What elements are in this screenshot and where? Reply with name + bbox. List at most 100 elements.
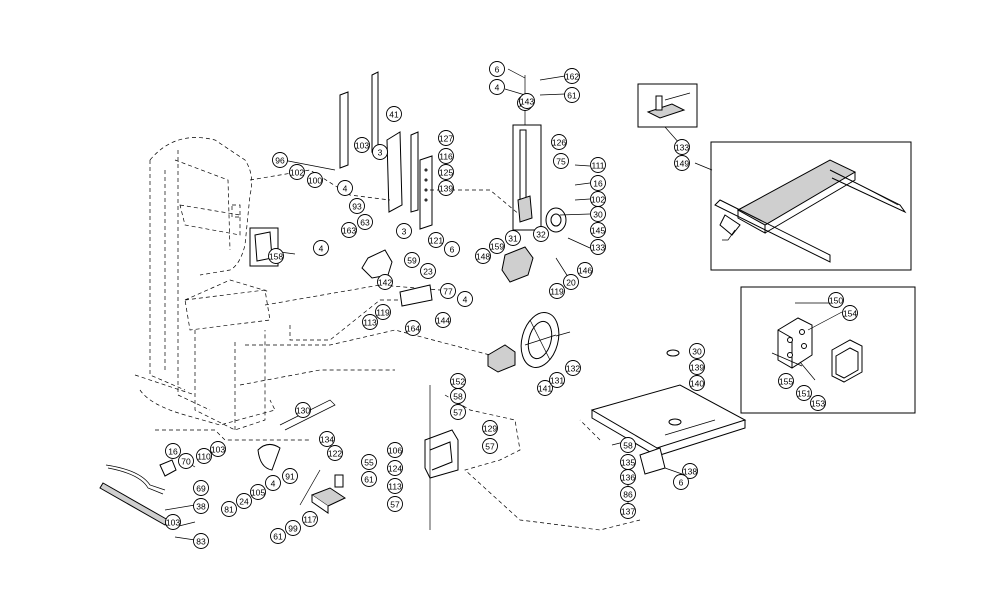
callout-circle — [377, 274, 393, 290]
callout-circle — [689, 375, 705, 391]
callout-circle — [533, 226, 549, 242]
part-callout: 134 — [319, 431, 335, 447]
callout-circle — [268, 248, 284, 264]
part-callout: 162 — [564, 68, 580, 84]
callout-number: 103 — [166, 518, 180, 528]
callout-number: 100 — [308, 176, 322, 186]
part-callout: 75 — [553, 153, 569, 169]
part-callout: 4 — [265, 475, 281, 491]
callout-circle — [193, 480, 209, 496]
callout-circle — [590, 157, 606, 173]
callout-number: 57 — [453, 408, 463, 418]
part-callout: 126 — [551, 134, 567, 150]
callout-number: 135 — [621, 458, 635, 468]
callout-number: 69 — [196, 484, 206, 494]
callout-number: 142 — [378, 278, 392, 288]
callout-circle — [250, 484, 266, 500]
callout-circle — [457, 291, 473, 307]
callout-number: 119 — [550, 287, 564, 297]
part-callout: 124 — [387, 460, 403, 476]
part-callout: 154 — [842, 305, 858, 321]
part-callout: 41 — [386, 106, 402, 122]
part-callout: 23 — [420, 263, 436, 279]
callout-number: 4 — [495, 83, 500, 93]
part-callout: 149 — [674, 155, 690, 171]
part-callout: 24 — [236, 493, 252, 509]
callout-number: 61 — [567, 91, 577, 101]
callout-circle — [178, 453, 194, 469]
lower-parts — [99, 399, 347, 526]
callout-circle — [438, 180, 454, 196]
part-callout: 103 — [210, 441, 226, 457]
callout-circle — [778, 373, 794, 389]
callout-number: 130 — [296, 406, 310, 416]
part-callout: 20 — [563, 274, 579, 290]
callout-circle — [349, 198, 365, 214]
inset-rip-fence — [710, 141, 912, 271]
callout-number: 134 — [320, 435, 334, 445]
callout-circle — [386, 106, 402, 122]
part-callout: 93 — [349, 198, 365, 214]
callout-circle — [674, 139, 690, 155]
callout-circle — [444, 241, 460, 257]
callout-circle — [553, 153, 569, 169]
callout-number: 127 — [439, 134, 453, 144]
callout-circle — [387, 460, 403, 476]
callout-number: 77 — [443, 287, 453, 297]
callout-circle — [396, 223, 412, 239]
part-callout: 59 — [404, 252, 420, 268]
part-callout: 99 — [285, 520, 301, 536]
part-callout: 122 — [327, 445, 343, 461]
blade-guard-plates — [339, 71, 433, 230]
part-callout: 38 — [193, 498, 209, 514]
callout-number: 137 — [621, 507, 635, 517]
callout-circle — [551, 134, 567, 150]
part-callout: 148 — [475, 248, 491, 264]
callout-number: 164 — [406, 324, 420, 334]
callout-circle — [438, 164, 454, 180]
part-callout: 86 — [620, 486, 636, 502]
part-callout: 153 — [810, 395, 826, 411]
callout-circle — [564, 68, 580, 84]
callout-circle — [482, 438, 498, 454]
callout-number: 83 — [196, 537, 206, 547]
part-callout: 155 — [778, 373, 794, 389]
part-callout: 103 — [354, 137, 370, 153]
part-callout: 32 — [533, 226, 549, 242]
callout-number: 129 — [483, 424, 497, 434]
callout-circle — [689, 343, 705, 359]
part-callout: 136 — [620, 469, 636, 485]
callout-circle — [842, 305, 858, 321]
callout-circle — [387, 496, 403, 512]
callout-number: 159 — [490, 242, 504, 252]
part-callout: 61 — [564, 87, 580, 103]
callout-circle — [327, 445, 343, 461]
callout-number: 31 — [508, 234, 518, 244]
callout-circle — [620, 486, 636, 502]
callout-number: 38 — [196, 502, 206, 512]
part-callout: 133 — [674, 139, 690, 155]
callout-number: 158 — [269, 252, 283, 262]
callout-number: 121 — [429, 236, 443, 246]
part-callout: 30 — [689, 343, 705, 359]
callout-circle — [438, 130, 454, 146]
callout-number: 93 — [352, 202, 362, 212]
part-callout: 158 — [268, 248, 284, 264]
callout-circle — [285, 520, 301, 536]
part-callout: 83 — [193, 533, 209, 549]
callout-number: 103 — [355, 141, 369, 151]
callout-circle — [361, 471, 377, 487]
callout-number: 102 — [591, 195, 605, 205]
callout-circle — [475, 248, 491, 264]
part-callouts: 6416216361411271161251391033961021004931… — [165, 61, 858, 549]
callout-number: 102 — [290, 168, 304, 178]
callout-circle — [489, 79, 505, 95]
part-callout: 96 — [272, 152, 288, 168]
callout-circle — [620, 437, 636, 453]
part-callout: 3 — [372, 144, 388, 160]
callout-circle — [450, 388, 466, 404]
callout-circle — [387, 478, 403, 494]
callout-circle — [341, 222, 357, 238]
callout-circle — [362, 314, 378, 330]
part-callout: 102 — [289, 164, 305, 180]
